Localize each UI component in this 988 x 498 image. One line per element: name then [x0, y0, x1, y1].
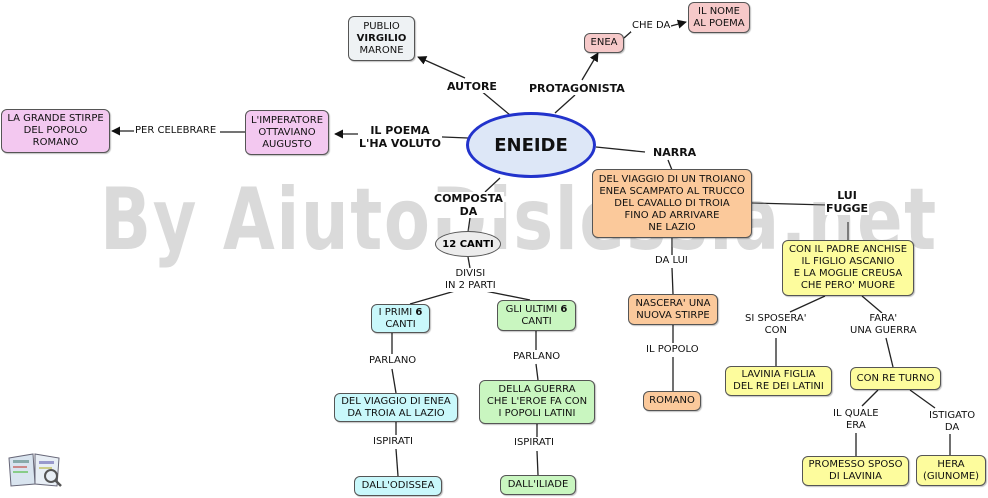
- node-re-turno[interactable]: CON RE TURNO: [850, 367, 941, 390]
- node-padre-anchise[interactable]: CON IL PADRE ANCHISE IL FIGLIO ASCANIO E…: [782, 240, 914, 296]
- edge-ispirati-iliade: [536, 450, 539, 476]
- label-il-popolo: IL POPOLO: [645, 344, 700, 356]
- label-istigato-da: ISTIGATO DA: [928, 410, 977, 434]
- ultimi-number: 6: [560, 303, 568, 315]
- ultimi-line-2: CANTI: [521, 315, 552, 327]
- label-autore: AUTORE: [446, 80, 498, 93]
- center-node-eneide[interactable]: ENEIDE: [466, 112, 596, 178]
- edge-autore: [479, 89, 511, 116]
- edge-padre-sposera: [789, 295, 826, 313]
- edge-cheda-nome: [670, 19, 687, 29]
- label-da-lui: DA LUI: [654, 255, 689, 267]
- node-romano[interactable]: ROMANO: [643, 391, 701, 411]
- label-lui-fugge: LUI FUGGE: [825, 189, 870, 215]
- label-che-da: CHE DA: [631, 20, 672, 32]
- node-ultimi-canti[interactable]: GLI ULTIMI 6 CANTI: [497, 300, 576, 331]
- edge-divisi-primi: [409, 290, 456, 305]
- edge-protagonista: [554, 94, 576, 114]
- edge-narra: [595, 146, 646, 153]
- edge-dalui-stirpe: [671, 267, 674, 295]
- edge-narra-viaggio: [667, 159, 673, 171]
- label-il-quale-era: IL QUALE ERA: [832, 408, 880, 432]
- node-viaggio-enea[interactable]: DEL VIAGGIO DI ENEA DA TROIA AL LAZIO: [334, 393, 458, 422]
- book-logo-icon: [8, 453, 62, 487]
- node-iliade[interactable]: DALL'ILIADE: [500, 475, 576, 495]
- edge-padre-guerra: [861, 295, 883, 314]
- edge-composta-canti: [467, 217, 471, 233]
- edge-viaggio-fugge: [751, 202, 829, 206]
- publio-line-2: VIRGILIO: [356, 32, 407, 44]
- edge-divisi-ultimi: [484, 290, 531, 301]
- primi-text: I PRIMI: [378, 306, 416, 318]
- label-fara-guerra: FARA' UNA GUERRA: [849, 313, 918, 337]
- label-narra: NARRA: [652, 146, 698, 159]
- label-parlano-2: PARLANO: [512, 351, 562, 363]
- edge-composta: [484, 177, 501, 193]
- publio-line-3: MARONE: [359, 44, 404, 56]
- primi-line-1: I PRIMI 6: [379, 307, 423, 319]
- node-nome-poema[interactable]: IL NOME AL POEMA: [688, 2, 750, 33]
- edge-parlano-viaggio: [391, 368, 397, 394]
- edge-autore-publio: [417, 56, 466, 79]
- publio-line-1: PUBLIO: [363, 20, 400, 32]
- edge-guerra-turno: [885, 337, 894, 368]
- label-il-poema: IL POEMA L'HA VOLUTO: [358, 124, 443, 150]
- node-guerra[interactable]: DELLA GUERRA CHE L'EROE FA CON I POPOLI …: [479, 380, 595, 424]
- edge-canti-divisi: [467, 256, 471, 269]
- node-enea[interactable]: ENEA: [584, 33, 624, 53]
- primi-line-2: CANTI: [385, 318, 416, 330]
- node-12-canti[interactable]: 12 CANTI: [435, 231, 501, 257]
- node-imperatore[interactable]: L'IMPERATORE OTTAVIANO AUGUSTO: [245, 110, 329, 155]
- node-odissea[interactable]: DALL'ODISSEA: [354, 476, 442, 496]
- label-per-celebrare: PER CELEBRARE: [134, 125, 218, 137]
- node-grande-stirpe[interactable]: LA GRANDE STIRPE DEL POPOLO ROMANO: [1, 109, 110, 153]
- primi-number: 6: [415, 306, 423, 318]
- node-publio-virgilio[interactable]: PUBLIO VIRGILIO MARONE: [348, 16, 415, 61]
- label-composta-da: COMPOSTA DA: [433, 192, 504, 218]
- label-protagonista: PROTAGONISTA: [528, 82, 626, 95]
- edge-turno-quale: [861, 389, 879, 407]
- edge-protagonista-enea: [581, 52, 599, 81]
- edge-ispirati-odissea: [395, 448, 399, 477]
- ultimi-line-1: GLI ULTIMI 6: [506, 304, 568, 316]
- label-divisi: DIVISI IN 2 PARTI: [444, 268, 497, 292]
- node-lavinia[interactable]: LAVINIA FIGLIA DEL RE DEI LATINI: [725, 366, 832, 396]
- label-ispirati-2: ISPIRATI: [513, 437, 555, 449]
- node-nuova-stirpe[interactable]: NASCERA' UNA NUOVA STIRPE: [628, 294, 718, 325]
- label-ispirati-1: ISPIRATI: [372, 436, 414, 448]
- node-hera[interactable]: HERA (GIUNOME): [916, 455, 986, 486]
- node-viaggio-troiano[interactable]: DEL VIAGGIO DI UN TROIANO ENEA SCAMPATO …: [592, 169, 752, 238]
- edge-parlano-guerra: [535, 363, 539, 381]
- edge-turno-istigato: [909, 389, 936, 409]
- ultimi-text: GLI ULTIMI: [505, 303, 561, 315]
- node-promesso-sposo[interactable]: PROMESSO SPOSO DI LAVINIA: [802, 456, 909, 486]
- label-parlano-1: PARLANO: [368, 355, 418, 367]
- node-primi-canti[interactable]: I PRIMI 6 CANTI: [371, 304, 430, 333]
- label-si-sposera: SI SPOSERA' CON: [744, 313, 808, 337]
